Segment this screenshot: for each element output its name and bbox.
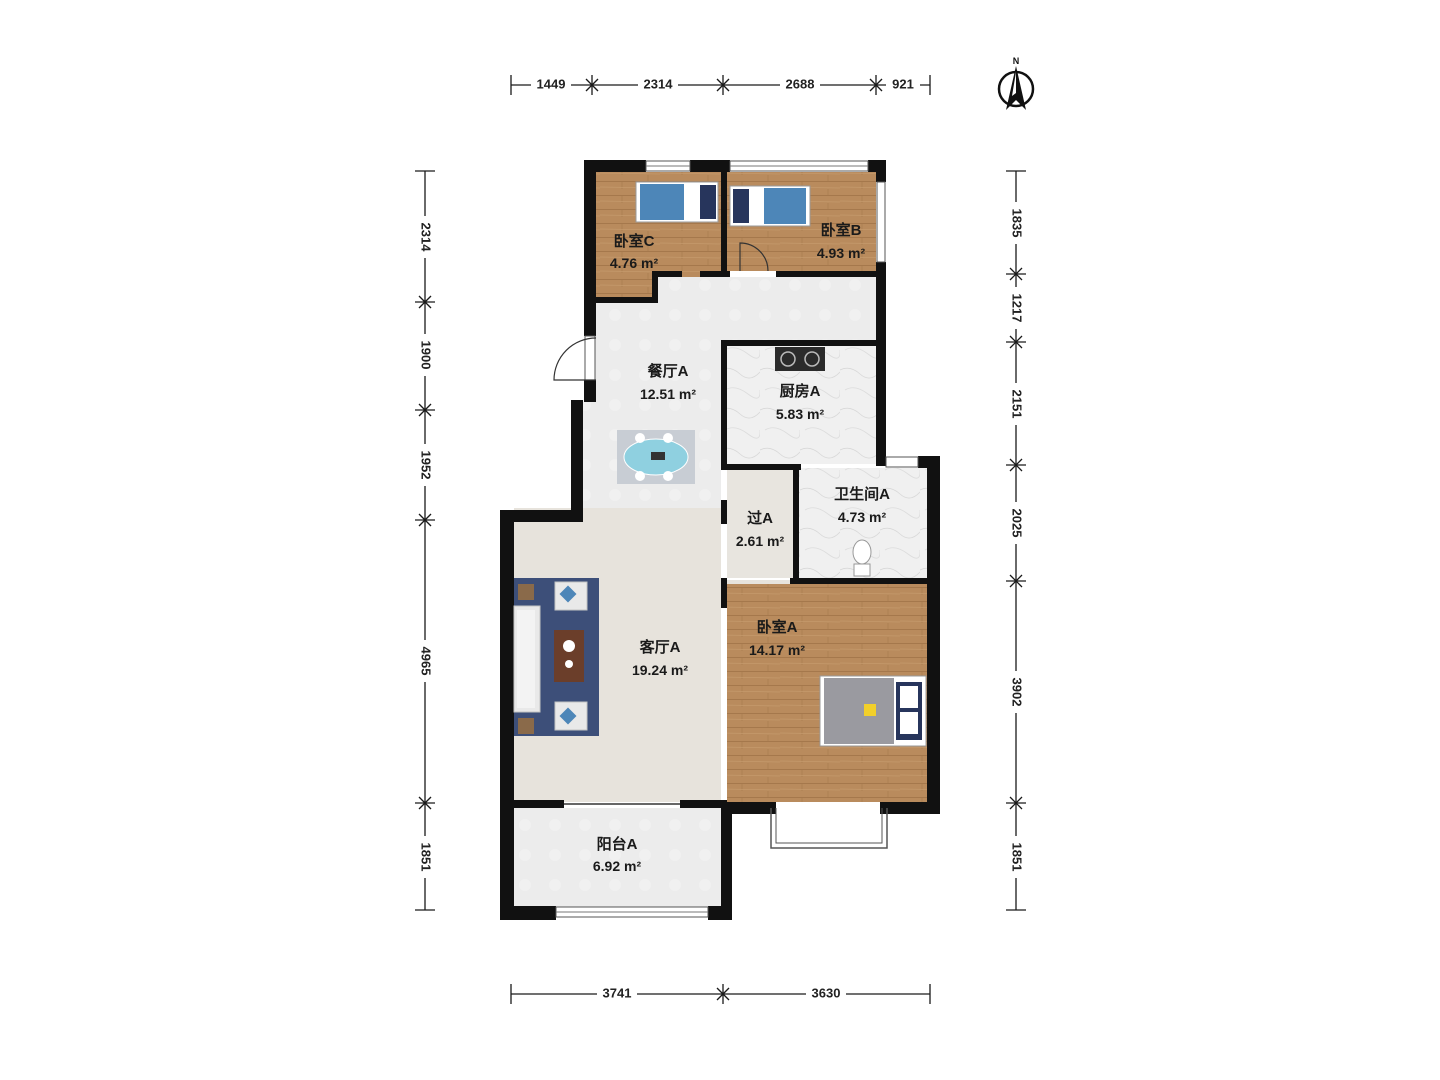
north-compass-icon: N: [997, 56, 1035, 110]
dim-top-4: 921: [892, 76, 914, 91]
room-name-passage: 过A: [747, 509, 773, 527]
bed-bedroom-a: [819, 675, 927, 747]
room-name-bedroom-b: 卧室B: [821, 221, 862, 239]
bay-window-floor: [776, 808, 882, 848]
dim-right-5: 3902: [1010, 678, 1025, 707]
room-name-bathroom: 卫生间A: [834, 485, 890, 503]
room-area-bathroom: 4.73 m²: [838, 509, 887, 525]
passage-floor: [727, 468, 793, 578]
dim-right-4: 2025: [1010, 509, 1025, 538]
walls: [500, 160, 940, 920]
room-area-dining: 12.51 m²: [640, 386, 696, 402]
room-area-living: 19.24 m²: [632, 662, 688, 678]
sofa-set: [513, 578, 599, 736]
dim-top-1: 1449: [537, 76, 566, 91]
bay-window: [770, 808, 888, 849]
bed-bedroom-c: [635, 181, 719, 223]
dim-top-3: 2688: [786, 76, 815, 91]
dim-right-6: 1851: [1010, 843, 1025, 872]
stove-icon: [775, 347, 825, 371]
toilet-icon: [852, 539, 872, 577]
balcony-floor: [514, 808, 721, 908]
furniture: [513, 181, 927, 747]
dimension-left: 2314 1900 1952 4965 1851: [415, 170, 435, 911]
window-dining-left: [584, 335, 596, 381]
dimension-bottom: 3741 3630: [510, 984, 931, 1004]
floors: [514, 172, 927, 908]
dim-bottom-2: 3630: [812, 985, 841, 1000]
dim-right-3: 2151: [1010, 390, 1025, 419]
bed-bedroom-b: [729, 185, 811, 227]
room-area-passage: 2.61 m²: [736, 533, 785, 549]
dim-left-1: 2314: [419, 223, 434, 253]
compass-label: N: [1013, 56, 1020, 66]
dim-top-2: 2314: [644, 76, 674, 91]
room-area-bedroom-a: 14.17 m²: [749, 642, 805, 658]
dim-left-5: 1851: [419, 843, 434, 872]
dimension-top: 1449 2314 2688 921: [510, 75, 931, 95]
window-bathroom: [885, 456, 919, 468]
room-name-balcony: 阳台A: [597, 835, 638, 853]
dim-left-3: 1952: [419, 451, 434, 480]
room-name-kitchen: 厨房A: [780, 382, 821, 400]
windows: [555, 160, 919, 918]
dim-right-1: 1835: [1010, 209, 1025, 238]
dim-left-4: 4965: [419, 647, 434, 676]
room-name-bedroom-c: 卧室C: [614, 232, 655, 250]
room-name-bedroom-a: 卧室A: [757, 618, 798, 636]
dining-table: [617, 430, 695, 484]
door-bedroom-b: [739, 242, 769, 272]
dim-right-2: 1217: [1010, 294, 1025, 323]
dim-left-2: 1900: [419, 341, 434, 370]
window-bedroom-b-side: [876, 181, 886, 263]
room-area-balcony: 6.92 m²: [593, 858, 642, 874]
room-area-kitchen: 5.83 m²: [776, 406, 825, 422]
room-name-living: 客厅A: [639, 638, 681, 656]
dimension-right: 1835 1217 2151 2025 3902 1851: [1006, 170, 1026, 911]
door-dining-left: [553, 337, 597, 381]
room-name-dining: 餐厅A: [648, 362, 689, 380]
room-area-bedroom-b: 4.93 m²: [817, 245, 866, 261]
room-labels: 卧室C 4.76 m² 卧室B 4.93 m² 餐厅A 12.51 m² 厨房A…: [593, 221, 890, 874]
dim-bottom-1: 3741: [603, 985, 632, 1000]
room-area-bedroom-c: 4.76 m²: [610, 255, 659, 271]
doors: [553, 242, 769, 381]
